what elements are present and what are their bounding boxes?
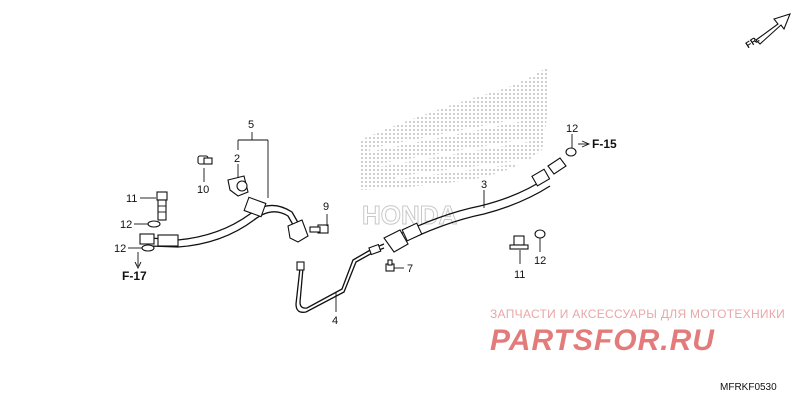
bolt-part-11-left	[156, 191, 168, 221]
watermark-brand: PARTSFOR.RU	[490, 324, 715, 357]
callout-11-right: 11	[514, 269, 525, 281]
bolt-part-11-right	[509, 235, 529, 250]
pipe-part-4	[295, 243, 385, 313]
hose-part-3	[383, 157, 567, 253]
callout-9: 9	[323, 201, 329, 213]
hose-3-right-fitting	[547, 157, 567, 175]
pipe-4-end-fitting	[296, 261, 305, 271]
washer-part-12-lower-left	[141, 244, 155, 252]
callout-12-lower-left: 12	[114, 243, 126, 255]
callout-5: 5	[248, 119, 254, 131]
callout-11-left: 11	[126, 193, 137, 205]
callout-2: 2	[234, 153, 240, 165]
hose-3-left-fitting	[383, 229, 409, 253]
hose-3-sleeve-left	[401, 222, 423, 242]
bolt-part-10	[197, 155, 213, 165]
washer-part-12-upper-left	[147, 220, 161, 228]
callout-12-upper-left: 12	[120, 219, 132, 231]
background-wing-logo: HONDA	[360, 66, 549, 231]
callout-12-upper-right: 12	[566, 123, 578, 135]
washer-part-12-lower-right	[534, 229, 546, 239]
hose-5-right-fitting	[287, 219, 309, 243]
bolt-part-7	[385, 259, 395, 272]
callout-4: 4	[332, 315, 338, 327]
watermark-caption: ЗАПЧАСТИ И АКСЕССУАРЫ ДЛЯ МОТОТЕХНИКИ	[490, 307, 785, 321]
callout-12-lower-right: 12	[534, 255, 546, 267]
clamp-part-2	[227, 175, 249, 197]
bolt-part-9	[309, 224, 329, 234]
hose-5-left-fitting	[139, 233, 155, 245]
diagram-code: MFRKF0530	[720, 382, 777, 393]
reference-f15: F-15	[592, 137, 617, 151]
callout-7: 7	[407, 263, 413, 275]
front-arrow-icon	[755, 13, 791, 45]
front-direction-label: FR.	[744, 34, 762, 50]
hose-5-clamp-sleeve	[243, 196, 267, 218]
watermark: ЗАПЧАСТИ И АКСЕССУАРЫ ДЛЯ МОТОТЕХНИКИ PA…	[490, 307, 785, 357]
hose-3-sleeve-right	[531, 168, 551, 187]
front-direction-indicator: FR.	[744, 13, 791, 50]
callout-3: 3	[481, 179, 487, 191]
hose-5-sleeve	[157, 234, 179, 247]
washer-part-12-upper-right	[565, 147, 577, 157]
callout-10: 10	[197, 184, 209, 196]
hose-part-5	[139, 196, 309, 248]
pipe-4-joint-fitting	[368, 243, 382, 256]
reference-f17: F-17	[122, 269, 147, 283]
leader-lines	[128, 132, 591, 312]
